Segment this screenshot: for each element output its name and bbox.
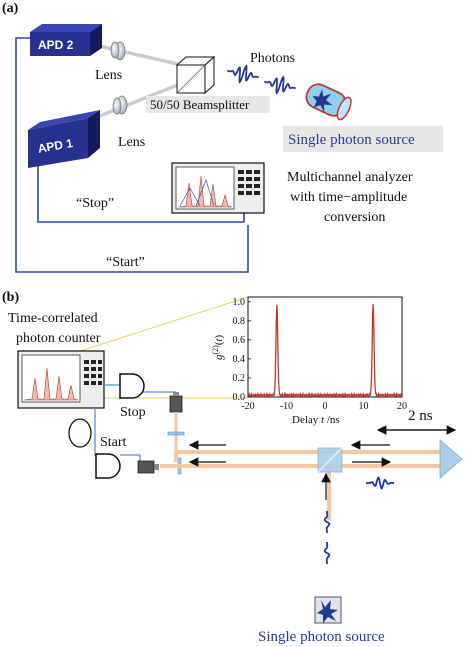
x-tick-label: -10	[280, 401, 293, 412]
g2-chart: -20 -10 0 10 20 0.0 0.2 0.4 0.6 0.8 1.0 g(2)(t) De…	[211, 296, 407, 426]
single-photon-source-a	[305, 83, 352, 121]
g2-series-line	[247, 304, 403, 399]
lens-top-label: Lens	[95, 68, 122, 83]
lens-bottom	[112, 95, 128, 115]
counter-label-line1: Time-correlated	[8, 311, 98, 326]
stop-lens	[167, 431, 185, 436]
panel-a-label: (a)	[2, 1, 19, 16]
y-tick-label: 0.4	[233, 354, 246, 365]
source-label-bg-a	[283, 126, 443, 152]
analyzer-label-line3: conversion	[324, 210, 385, 225]
x-tick-label: 20	[397, 401, 407, 412]
photon-wavepacket	[323, 542, 331, 564]
photon-wavepacket	[366, 476, 394, 490]
multichannel-analyzer	[171, 162, 265, 214]
x-tick-label: -20	[241, 401, 254, 412]
start-label-a: “Start”	[106, 255, 145, 270]
chart-ylabel: g(2)(t)	[211, 334, 225, 360]
beamsplitter-b	[317, 447, 343, 473]
analyzer-label-line1: Multichannel analyzer	[287, 170, 413, 185]
single-photon-source-b	[314, 596, 342, 624]
chart-xlabel: Delay t /ns	[292, 414, 340, 426]
retroreflector	[439, 439, 463, 479]
x-tick-label: 0	[323, 401, 328, 412]
source-label-a: Single photon source	[288, 132, 415, 148]
analyzer-label-line2: with time−amplitude	[290, 190, 407, 205]
panel-b-label: (b)	[2, 290, 19, 305]
chart-frame	[247, 296, 403, 398]
y-tick-label: 0.6	[233, 335, 246, 346]
start-fiber-coupler	[137, 460, 159, 474]
start-detector	[95, 453, 121, 479]
apd-2: APD 2	[30, 24, 102, 56]
stop-label-b: Stop	[120, 405, 146, 420]
photon-wavepacket	[323, 511, 331, 533]
y-tick-label: 1.0	[233, 297, 246, 308]
counter-label-line2: photon counter	[16, 331, 101, 346]
beamsplitter-cube	[175, 55, 216, 95]
beam-direction-arrows	[188, 440, 392, 500]
start-label-b: Start	[100, 435, 127, 450]
beamsplitter-label: 50/50 Beamsplitter	[150, 97, 250, 112]
apd-1-label: APD 1	[37, 136, 75, 156]
stop-fiber-coupler	[169, 392, 183, 413]
y-tick-label: 0.2	[233, 373, 246, 384]
photons-label: Photons	[250, 51, 295, 66]
lens-top	[110, 41, 126, 61]
photon-wavepacket	[227, 64, 259, 84]
cable-loop	[68, 418, 92, 448]
apd-1: APD 1	[28, 110, 100, 168]
apd-2-label: APD 2	[38, 38, 74, 52]
source-label-b: Single photon source	[258, 629, 385, 645]
x-tick-label: 10	[359, 401, 369, 412]
photon-wavepacket	[264, 75, 296, 95]
beamsplitter-label-bg	[146, 96, 270, 113]
photon-counter	[17, 350, 105, 409]
y-tick-label: 0.8	[233, 316, 246, 327]
lens-bottom-label: Lens	[118, 135, 145, 150]
stop-label-a: “Stop”	[76, 196, 114, 211]
y-tick-label: 0.0	[233, 392, 246, 403]
stop-detector	[119, 373, 145, 399]
delay-label: 2 ns	[408, 408, 433, 424]
